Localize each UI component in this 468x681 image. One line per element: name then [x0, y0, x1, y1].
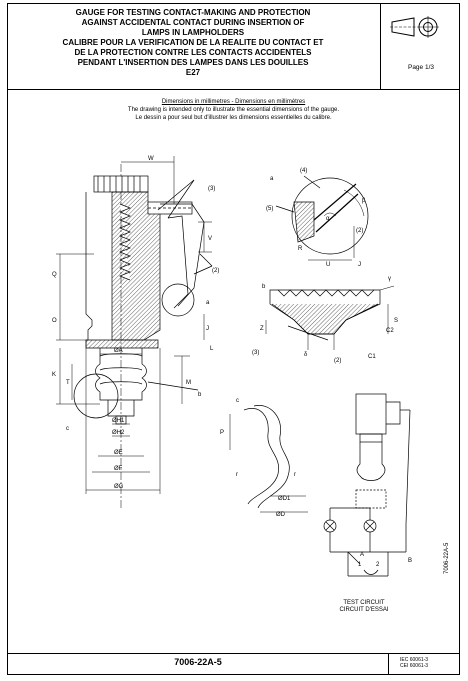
side-margin-code: 7006-22A-5: [444, 542, 450, 574]
note-4-label: (4): [300, 168, 307, 174]
detail-a: [275, 175, 369, 261]
switch-A-label: A: [360, 552, 364, 558]
detail-b-note-2: (2): [334, 358, 341, 364]
dim-H2-label: ØH2: [112, 430, 125, 436]
note-3-label: (3): [208, 186, 215, 192]
detail-b-title: b: [262, 284, 266, 290]
dim-C1-label: C1: [368, 354, 376, 360]
angle-beta-label: β: [362, 198, 366, 204]
angle-delta-label: δ: [304, 352, 308, 358]
dim-D1-label: ØD1: [278, 496, 291, 502]
intent-note-en: The drawing is intended only to illustra…: [127, 107, 340, 113]
drawing-sheet: GAUGE FOR TESTING CONTACT-MAKING AND PRO…: [7, 3, 460, 675]
detail-a-marker: a: [206, 300, 210, 306]
radius-r-left: r: [236, 472, 238, 478]
projection-symbol-icon: [390, 16, 439, 38]
detail-b-note-3: (3): [252, 350, 259, 356]
dim-M-label: M: [186, 380, 191, 386]
title-fr-line-1: CALIBRE POUR LA VERIFICATION DE LA REALI…: [62, 38, 324, 47]
sheet-title: GAUGE FOR TESTING CONTACT-MAKING AND PRO…: [8, 8, 378, 78]
test-circuit-caption: TEST CIRCUIT CIRCUIT D'ESSAI: [324, 600, 404, 614]
detail-b-marker: b: [198, 392, 202, 398]
note-2-label: (2): [212, 268, 219, 274]
dim-G-label: ØG: [114, 484, 124, 490]
title-fr-line-2: DE LA PROTECTION CONTRE LES CONTACTS ACC…: [74, 48, 312, 57]
cap-type: E27: [185, 68, 201, 77]
test-circuit-diagram: [323, 393, 411, 577]
detail-c: [229, 405, 308, 513]
dim-O-label: O: [52, 318, 57, 324]
angle-alpha-label: α: [326, 216, 330, 222]
dim-C2-label: C2: [386, 328, 394, 334]
drawing-notes: Dimensions in millimetres - Dimensions e…: [8, 98, 459, 122]
switch-B-label: B: [408, 558, 412, 564]
dim-T-label: T: [66, 380, 70, 386]
dim-Z-label: Z: [260, 326, 264, 332]
dim-H1-label: ØH1: [112, 418, 125, 424]
dim-S-label: S: [394, 318, 398, 324]
title-block: GAUGE FOR TESTING CONTACT-MAKING AND PRO…: [8, 4, 459, 90]
detail-c-title: c: [236, 398, 239, 404]
dim-J-label: J: [206, 326, 209, 332]
radius-R-label: R: [298, 246, 303, 252]
angle-gamma-label: γ: [388, 276, 391, 282]
test-circuit-fr: CIRCUIT D'ESSAI: [339, 607, 389, 613]
page-number: Page 1/3: [407, 64, 435, 71]
title-en-line-1: GAUGE FOR TESTING CONTACT-MAKING AND PRO…: [75, 8, 311, 17]
dim-L-label: L: [210, 346, 214, 352]
switch-2-label: 2: [376, 562, 380, 568]
dim-P-label: P: [220, 430, 224, 436]
title-en-line-2: AGAINST ACCIDENTAL CONTACT DURING INSERT…: [81, 18, 305, 27]
dim-V-label: V: [208, 236, 212, 242]
iec-reference: IEC 60061-3: [400, 657, 429, 663]
switch-1-label: 1: [358, 562, 362, 568]
dim-A-label: ØA: [114, 348, 123, 354]
dim-E-label: ØE: [114, 450, 123, 456]
dimensions-note: Dimensions in millimetres - Dimensions e…: [161, 99, 306, 105]
detail-b: [265, 285, 395, 350]
intent-note-fr: Le dessin a pour seul but d'illustrer le…: [135, 115, 332, 121]
dim-U-label: U: [326, 262, 330, 268]
drawing-labels: W Q O K T V J L M ØA ØH1 ØH2 ØE ØF ØG (3…: [52, 156, 450, 574]
test-circuit-en: TEST CIRCUIT: [343, 600, 385, 606]
standard-reference: IEC 60061-3 CEI 60061-3: [400, 657, 428, 669]
radius-r-right: r: [294, 472, 296, 478]
sheet-code: 7006-22A-5: [174, 657, 222, 667]
main-dimensions: [56, 156, 212, 494]
technical-drawing: W Q O K T V J L M ØA ØH1 ØH2 ØE ØF ØG (3…: [52, 156, 450, 577]
detail-c-marker: c: [66, 426, 69, 432]
detail-a-J-label: J: [358, 262, 361, 268]
footer-block: 7006-22A-5 IEC 60061-3 CEI 60061-3: [8, 653, 459, 674]
note-5-label: (5): [266, 206, 273, 212]
detail-a-note-2: (2): [356, 228, 363, 234]
title-fr-line-3: PENDANT L'INSERTION DES LAMPES DANS LES …: [77, 58, 309, 67]
dim-K-label: K: [52, 372, 56, 378]
dim-F-label: ØF: [114, 466, 123, 472]
cei-reference: CEI 60061-3: [400, 663, 429, 669]
gauge-main-view: [73, 164, 213, 509]
dim-Q-label: Q: [52, 272, 57, 278]
detail-a-title: a: [270, 176, 274, 182]
dim-D-label: ØD: [276, 512, 286, 518]
title-en-line-3: LAMPS IN LAMPHOLDERS: [141, 28, 245, 37]
dim-W-label: W: [148, 156, 154, 162]
